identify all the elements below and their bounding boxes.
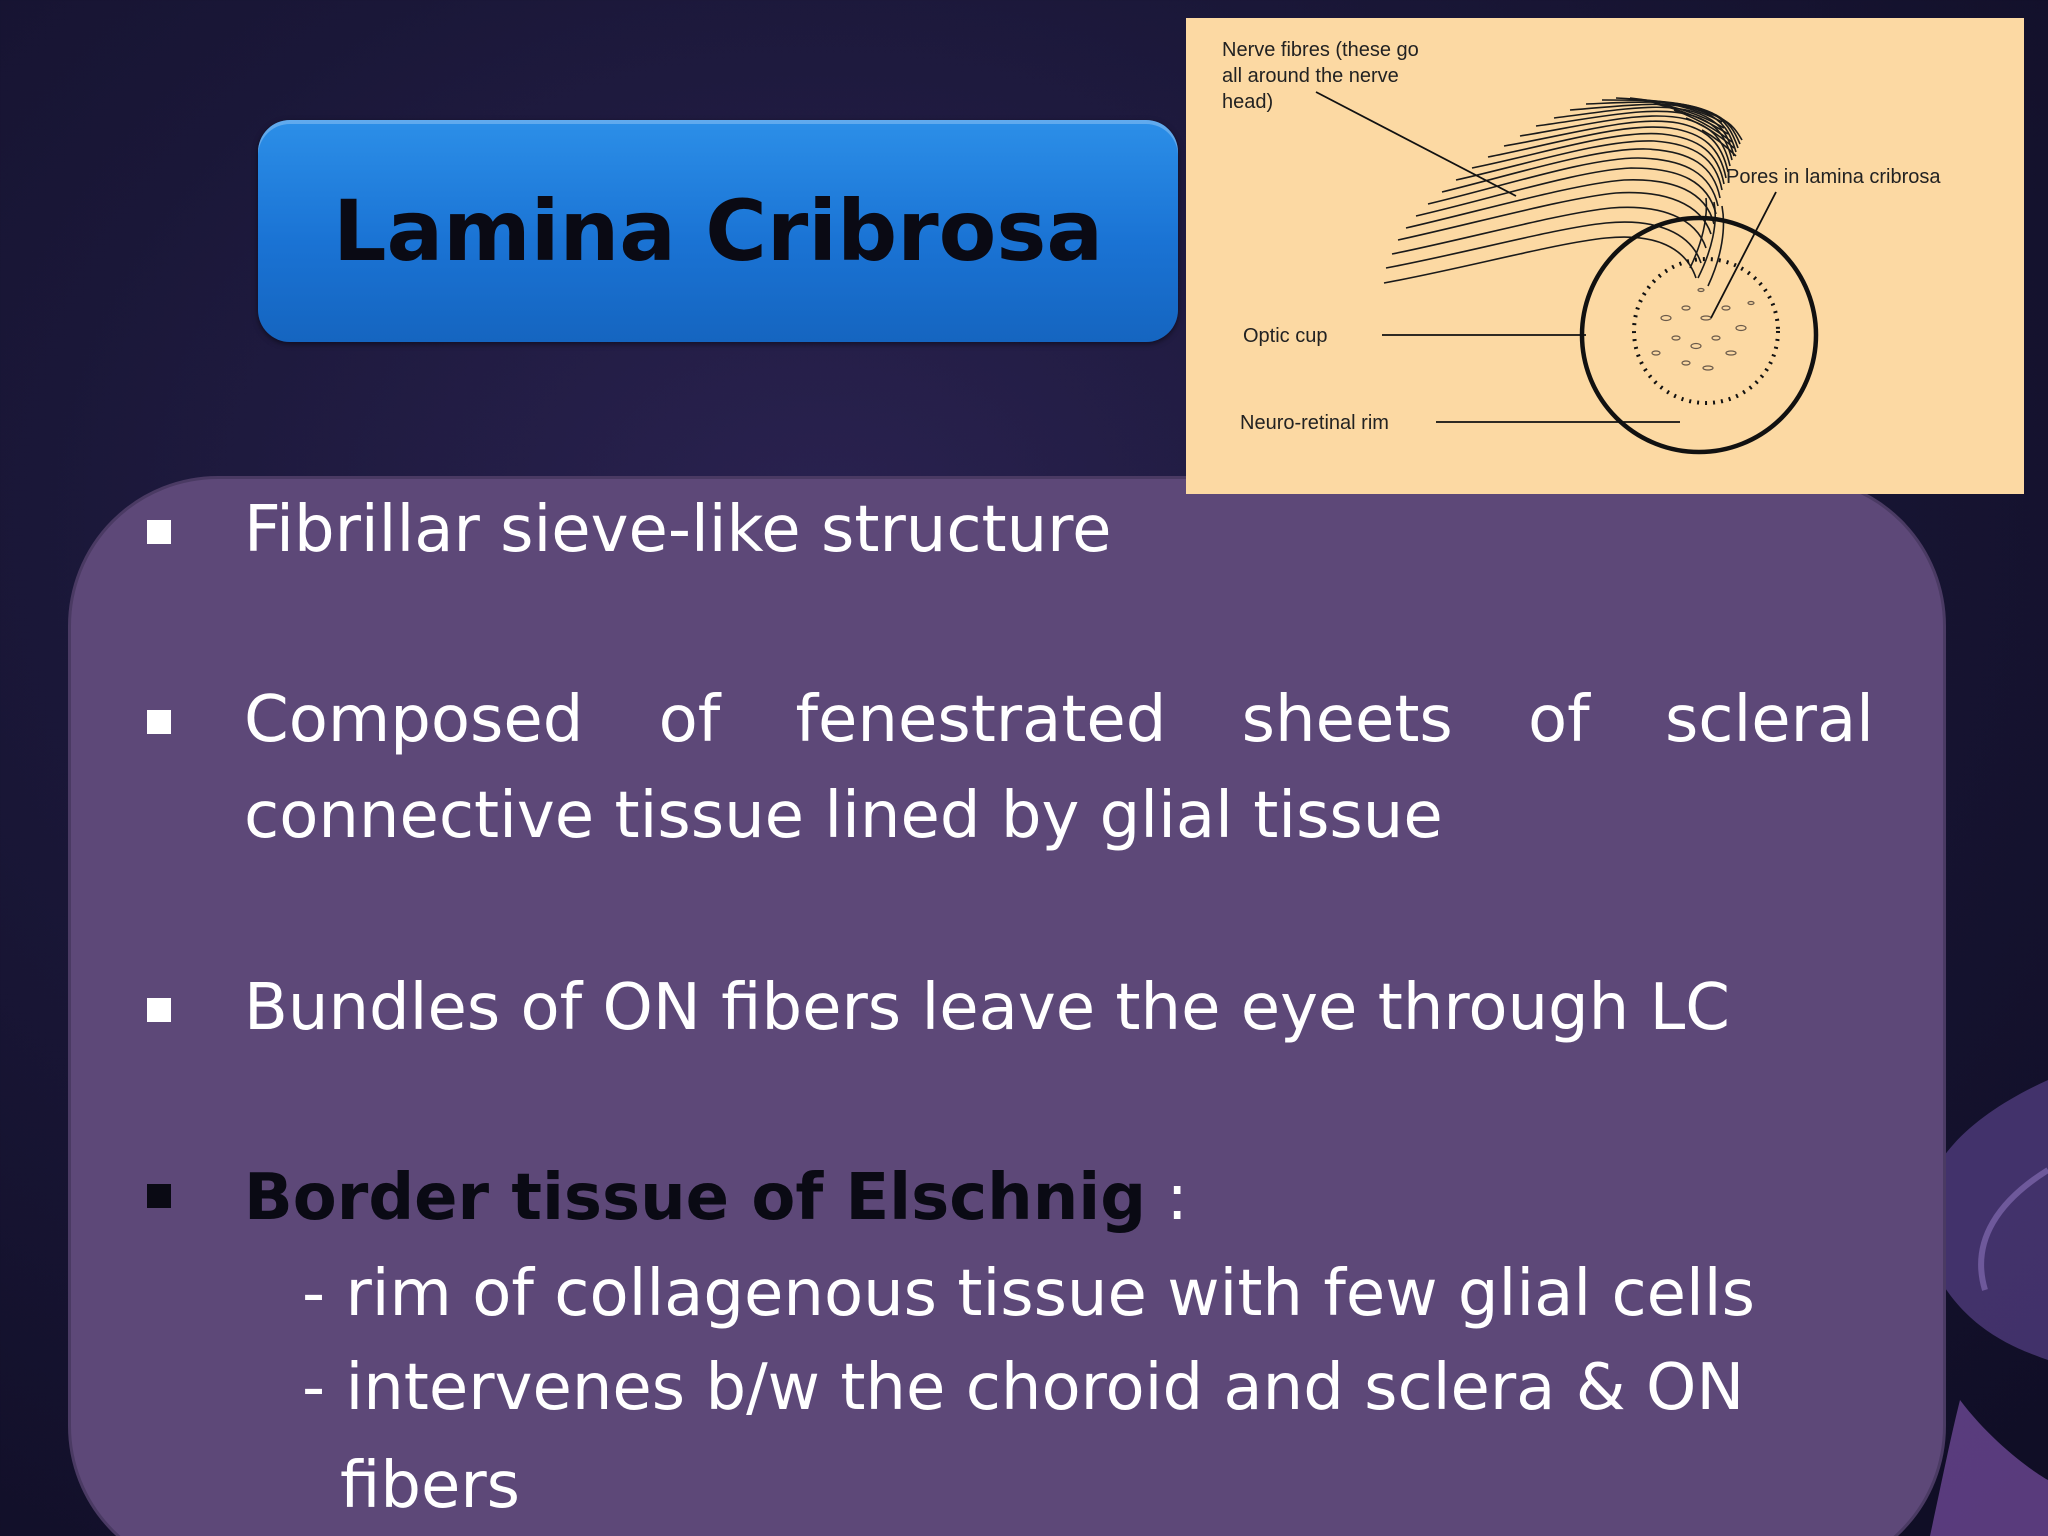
bullet-4-suffix: :	[1146, 1161, 1188, 1235]
label-neuro-retinal-rim: Neuro-retinal rim	[1240, 412, 1389, 434]
bullet-4-sub-2: - intervenes b/w the choroid and sclera …	[302, 1351, 1745, 1425]
bullet-marker	[147, 520, 171, 544]
bullet-4-bold: Border tissue of Elschnig	[244, 1161, 1146, 1235]
bullet-2-line-1: Composed of fenestrated sheets of sclera…	[244, 688, 1874, 752]
bullet-marker	[147, 998, 171, 1022]
label-nerve-fibres-3: head)	[1222, 91, 1273, 113]
optic-disc-diagram: Nerve fibres (these go all around the ne…	[1186, 18, 2024, 494]
slide-title: Lamina Cribrosa	[332, 182, 1104, 280]
bullet-2-word: sheets	[1241, 683, 1453, 757]
bullet-4-heading: Border tissue of Elschnig :	[244, 1166, 1188, 1230]
bullet-4-sub-3: fibers	[340, 1449, 520, 1523]
label-nerve-fibres-1: Nerve fibres (these go	[1222, 39, 1419, 61]
nerve-fibres	[1383, 97, 1743, 287]
disc-outline	[1579, 215, 1819, 455]
label-pores: Pores in lamina cribrosa	[1726, 166, 1941, 188]
title-box: Lamina Cribrosa	[258, 120, 1178, 342]
label-optic-cup: Optic cup	[1243, 325, 1327, 347]
bullet-2-word: scleral	[1664, 683, 1874, 757]
optic-cup-outline	[1632, 257, 1780, 405]
bullet-2-word: Composed	[244, 683, 584, 757]
bullet-4-sub-1: - rim of collagenous tissue with few gli…	[302, 1257, 1755, 1331]
lamina-pores	[1651, 287, 1755, 371]
bullet-marker	[147, 1184, 171, 1208]
bullet-marker	[147, 710, 171, 734]
label-nerve-fibres-2: all around the nerve	[1222, 65, 1399, 87]
bullet-2-word: of	[658, 683, 721, 757]
content-panel	[68, 476, 1946, 1536]
bullet-1-text: Fibrillar sieve-like structure	[244, 493, 1112, 567]
bullet-2-line-2: connective tissue lined by glial tissue	[244, 779, 1443, 853]
leader-lines	[1315, 91, 1777, 423]
bullet-3-text: Bundles of ON fibers leave the eye throu…	[244, 971, 1730, 1045]
bullet-2-word: of	[1528, 683, 1590, 757]
diagram-svg: Nerve fibres (these go all around the ne…	[1222, 39, 1941, 455]
bullet-2-word: fenestrated	[795, 683, 1167, 757]
